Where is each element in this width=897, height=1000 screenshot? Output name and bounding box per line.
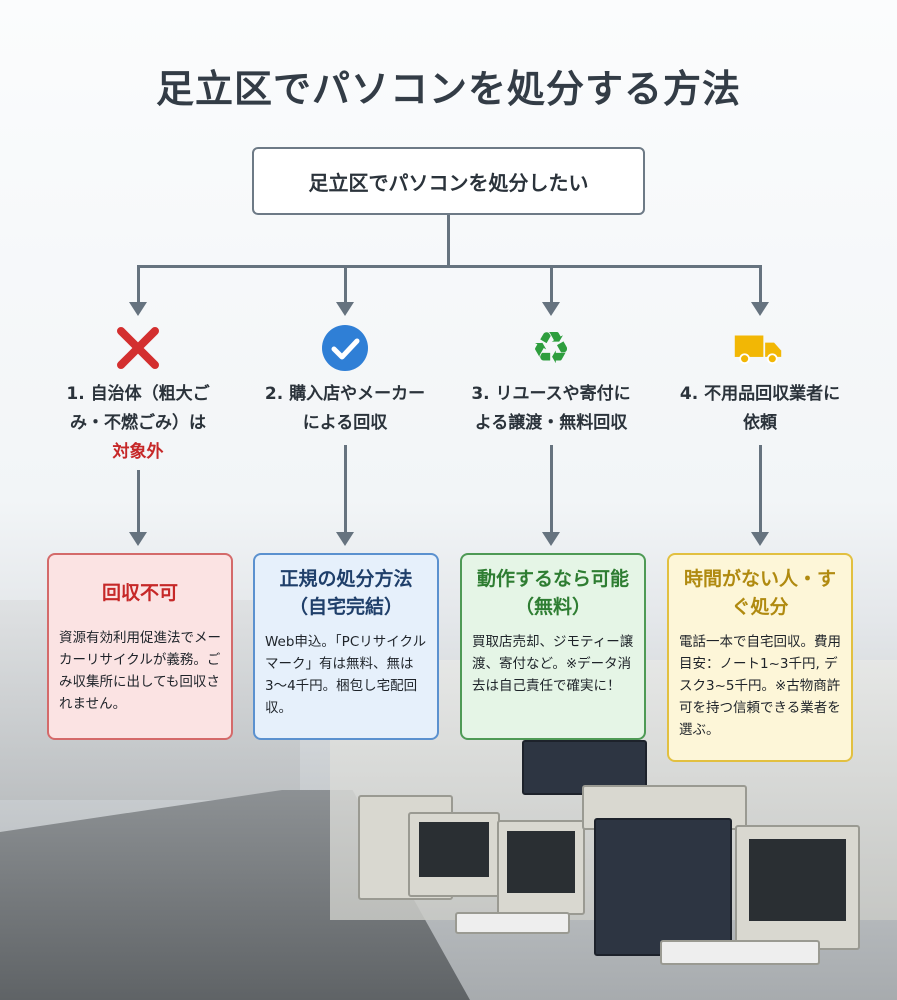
truck-icon bbox=[733, 323, 783, 373]
result-text: 資源有効利用促進法でメーカーリサイクルが義務。ごみ収集所に出しても回収されません… bbox=[59, 630, 221, 712]
result-box-2: 正規の処分方法（自宅完結） Web申込。「PCリサイクルマーク」有は無料、無は3〜… bbox=[253, 553, 439, 740]
result-text: 買取店売却、ジモティー譲渡、寄付など。※データ消去は自己責任で確実に！ bbox=[472, 634, 634, 694]
result-title: 時間がない人・すぐ処分 bbox=[683, 568, 836, 618]
result-title: 回収不可 bbox=[101, 582, 178, 604]
result-title: 正規の処分方法（自宅完結） bbox=[279, 568, 413, 618]
result-box-3: 動作するなら可能（無料） 買取店売却、ジモティー譲渡、寄付など。※データ消去は自己… bbox=[460, 553, 646, 740]
check-icon bbox=[320, 323, 370, 373]
result-box-1: 回収不可資源有効利用促進法でメーカーリサイクルが義務。ごみ収集所に出しても回収さ… bbox=[47, 553, 233, 740]
result-title: 動作するなら可能（無料） bbox=[476, 568, 629, 618]
page-title: 足立区でパソコンを処分する方法 bbox=[155, 67, 741, 111]
option-label-4: 4. 不用品回収業者に依頼 bbox=[679, 384, 841, 433]
root-node: 足立区でパソコンを処分したい bbox=[252, 147, 645, 215]
option-label-3: 3. リユースや寄付による譲渡・無料回収 bbox=[471, 384, 631, 433]
result-box-4: 時間がない人・すぐ処分電話一本で自宅回収。費用目安：ノート1~3千円, デスク3… bbox=[667, 553, 853, 762]
result-text: Web申込。「PCリサイクルマーク」有は無料、無は3〜4千円。梱包し宅配回収。 bbox=[265, 634, 427, 716]
option-label-1: 1. 自治体（粗大ごみ・不燃ごみ）は対象外 bbox=[66, 384, 210, 462]
result-text: 電話一本で自宅回収。費用目安：ノート1~3千円, デスク3~5千円。※古物商許可… bbox=[679, 634, 841, 738]
cross-icon bbox=[113, 323, 163, 373]
recycle-icon: ♻ bbox=[531, 322, 571, 374]
option-label-2: 2. 購入店やメーカーによる回収 bbox=[264, 384, 426, 433]
